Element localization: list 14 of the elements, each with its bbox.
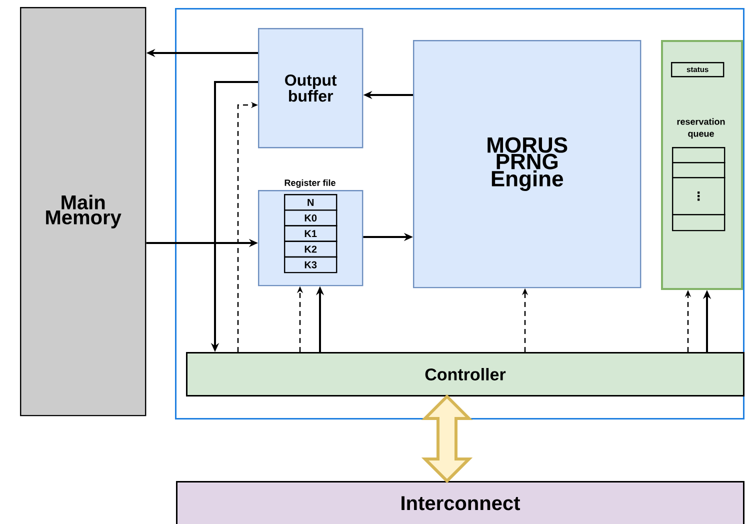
queue-cell	[672, 147, 726, 164]
buffer-box: Output buffer	[258, 28, 364, 148]
node-label: Register file	[284, 179, 336, 188]
memory-block: Main Memory	[20, 7, 146, 416]
queue-cell	[672, 214, 726, 232]
register-cell: K2	[284, 240, 338, 258]
register-cell: N	[284, 194, 338, 211]
register-cell: K3	[284, 256, 338, 274]
engine-box: MORUS PRNG Engine	[413, 40, 642, 288]
queue-cell	[672, 162, 726, 178]
interconnect-bar: Interconnect	[176, 480, 744, 524]
register-cell: K0	[284, 210, 338, 226]
register-cell: K1	[284, 225, 338, 242]
controller-bar: Controller	[186, 352, 744, 396]
